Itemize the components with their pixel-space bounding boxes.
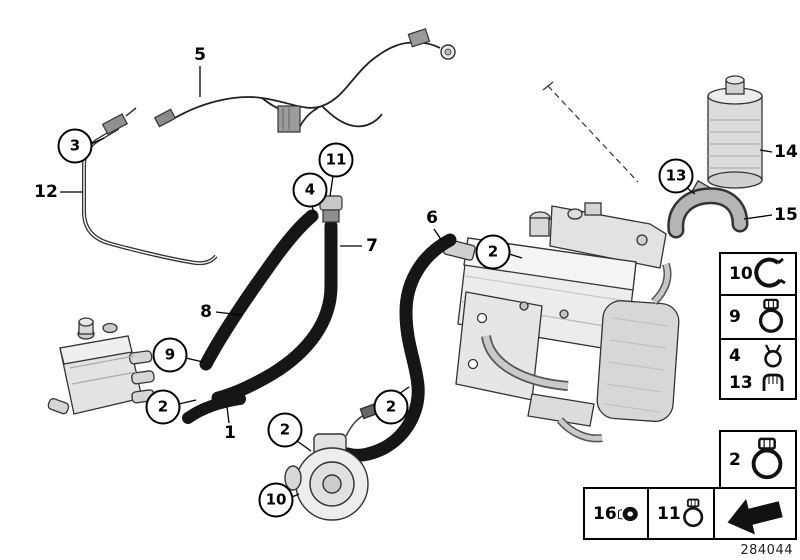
expansion-tank xyxy=(691,75,763,200)
coolant-hoses xyxy=(182,195,457,462)
leader-line-9 xyxy=(185,357,204,363)
part-number: 284044 xyxy=(740,543,793,558)
legend-label: 9 xyxy=(729,307,741,327)
callout-6: 6 xyxy=(424,208,440,228)
leader-line-2 xyxy=(178,399,197,405)
spring-clamp-icon xyxy=(764,343,782,368)
auxiliary-water-pump xyxy=(284,403,378,521)
hose-7 xyxy=(211,219,338,405)
worm-clamp-icon xyxy=(682,498,703,527)
callout-1: 1 xyxy=(222,423,238,443)
callout-3: 3 xyxy=(57,128,93,164)
callout-4: 4 xyxy=(292,172,328,208)
worm-clamp-large-icon xyxy=(751,437,783,480)
callout-2: 2 xyxy=(145,389,181,425)
leader-line-6 xyxy=(433,228,443,242)
leader-line-2 xyxy=(508,253,523,259)
legend-box-clamp-2: 2 xyxy=(719,430,797,490)
legend-label: 2 xyxy=(729,450,741,470)
callout-14: 14 xyxy=(772,142,800,162)
formed-hose-15 xyxy=(667,187,749,239)
legend-box-clamp-9: 9 xyxy=(719,294,797,340)
callout-8: 8 xyxy=(198,302,214,322)
wiring-harness xyxy=(153,28,456,133)
leader-line-2 xyxy=(296,440,312,452)
legend-label: 10 xyxy=(729,264,753,284)
callout-12: 12 xyxy=(32,182,60,202)
leader-line-11 xyxy=(329,175,334,197)
hose-6 xyxy=(341,233,457,462)
tape-roll-icon xyxy=(617,506,638,521)
callout-2: 2 xyxy=(267,412,303,448)
leader-line-14 xyxy=(759,149,773,153)
c-clip-clamp-icon xyxy=(754,257,786,288)
callout-7: 7 xyxy=(364,236,380,256)
hose-1 xyxy=(182,393,246,424)
legend-label: 13 xyxy=(729,372,753,393)
legend-label: 16 xyxy=(593,503,617,524)
leader-line-8 xyxy=(215,311,242,316)
legend-label: 4 xyxy=(729,345,741,366)
reference-dashed-line xyxy=(542,81,639,183)
legend-box-direction xyxy=(713,487,797,540)
leader-line-1 xyxy=(226,406,230,424)
leader-line-15 xyxy=(743,214,773,220)
legend-box-clamp-4-13: 4 13 xyxy=(719,338,797,400)
callout-5: 5 xyxy=(192,45,208,65)
hose-8 xyxy=(199,209,319,371)
callout-11: 11 xyxy=(318,142,354,178)
callout-13: 13 xyxy=(658,158,694,194)
legend-box-clamp-11: 11 xyxy=(647,487,715,540)
callout-10: 10 xyxy=(258,482,294,518)
legend-label: 11 xyxy=(657,503,681,524)
legend-box-clamp-10: 10 xyxy=(719,252,797,296)
callout-9: 9 xyxy=(152,337,188,373)
leader-line-3 xyxy=(90,137,105,145)
callout-2: 2 xyxy=(373,389,409,425)
worm-clamp-icon xyxy=(758,298,784,333)
hose-clip-icon xyxy=(762,373,784,391)
legend-box-tape-16: 16 xyxy=(583,487,649,540)
leader-line-13 xyxy=(686,187,696,195)
valve-assembly xyxy=(47,317,155,415)
direction-arrow-icon xyxy=(727,498,783,534)
callout-15: 15 xyxy=(772,205,800,225)
callout-2: 2 xyxy=(475,234,511,270)
